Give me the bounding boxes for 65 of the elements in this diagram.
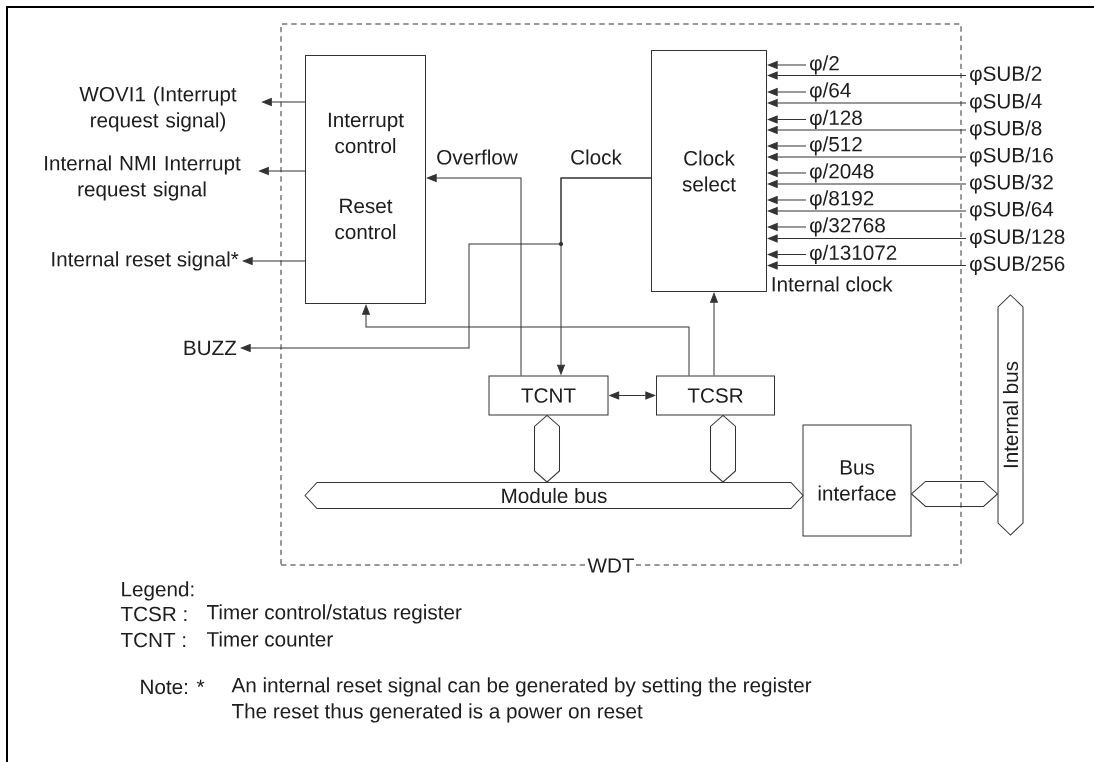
clock-label: φ/64 — [810, 82, 851, 102]
signal-label: Internal NMI Interrupt request signal — [45, 155, 241, 201]
control-box: Interrupt control Reset control — [305, 55, 426, 304]
clock-label: φSUB/2 — [970, 65, 1042, 86]
arrow — [362, 304, 690, 376]
register-box: TCNT — [488, 375, 609, 416]
note-text: The reset thus generated is a power on reset — [231, 703, 643, 723]
arrow — [242, 257, 306, 265]
arrow — [767, 88, 807, 96]
arrow — [767, 234, 967, 243]
interface-box: Bus interface — [802, 424, 912, 537]
arrow — [767, 207, 967, 215]
signal-label: Internal reset signal* — [52, 251, 239, 271]
arrow — [767, 261, 967, 270]
clock-label: φ/128 — [810, 109, 862, 130]
bus-arrow — [710, 415, 736, 483]
register-box: TCSR — [656, 375, 775, 416]
note-marker: Note: * — [141, 679, 205, 695]
legend-term: TCSR : — [120, 606, 187, 622]
selector-box: Clock select — [651, 50, 767, 292]
arrow — [767, 71, 967, 80]
side-label: Internal clock — [772, 276, 893, 292]
signal-label: WOVI1 (Interrupt request signal) — [79, 86, 237, 132]
clock-label: φ/2 — [810, 55, 839, 75]
clock-label: φSUB/8 — [970, 120, 1042, 140]
clock-label: φSUB/32 — [970, 174, 1053, 194]
note-text: An internal reset signal can be generated by setting the register — [231, 677, 812, 697]
arrow — [767, 142, 807, 150]
bus-band: Module bus — [304, 482, 804, 509]
arrow — [609, 391, 656, 400]
arrow — [767, 115, 807, 124]
clock-label: φ/512 — [810, 136, 862, 156]
arrow — [767, 196, 807, 204]
edge-label: Overflow — [434, 148, 520, 166]
legend-term: TCNT : — [120, 632, 186, 648]
edge-label: Clock — [568, 148, 624, 166]
legend-text: Timer counter — [206, 631, 333, 647]
arrow — [262, 98, 306, 106]
clock-label: φ/8192 — [810, 190, 874, 210]
arrow — [710, 292, 718, 376]
clock-label: φ/131072 — [810, 244, 897, 265]
arrow — [259, 167, 306, 175]
arrow — [767, 126, 967, 134]
arrow — [767, 61, 807, 69]
legend-heading: Legend: — [122, 581, 194, 601]
clock-label: φ/2048 — [810, 163, 874, 183]
clock-label: φSUB/128 — [970, 228, 1065, 249]
arrow — [767, 223, 807, 231]
arrow — [767, 169, 807, 177]
legend-text: Timer control/status register — [206, 604, 462, 624]
clock-label: φSUB/16 — [970, 147, 1053, 167]
bus-arrow — [911, 481, 998, 507]
bus-band: Internal bus — [997, 294, 1024, 536]
bus-arrow — [534, 415, 560, 483]
arrow — [767, 153, 967, 161]
arrow — [426, 174, 522, 376]
arrow — [767, 180, 967, 188]
arrow — [767, 99, 967, 107]
clock-label: φSUB/64 — [970, 201, 1054, 221]
signal-label: BUZZ — [184, 340, 237, 356]
clock-label: φ/32768 — [810, 217, 885, 237]
clock-label: φSUB/256 — [970, 255, 1065, 276]
clock-label: φSUB/4 — [970, 93, 1042, 113]
arrow — [240, 177, 652, 352]
arrow — [767, 250, 807, 259]
